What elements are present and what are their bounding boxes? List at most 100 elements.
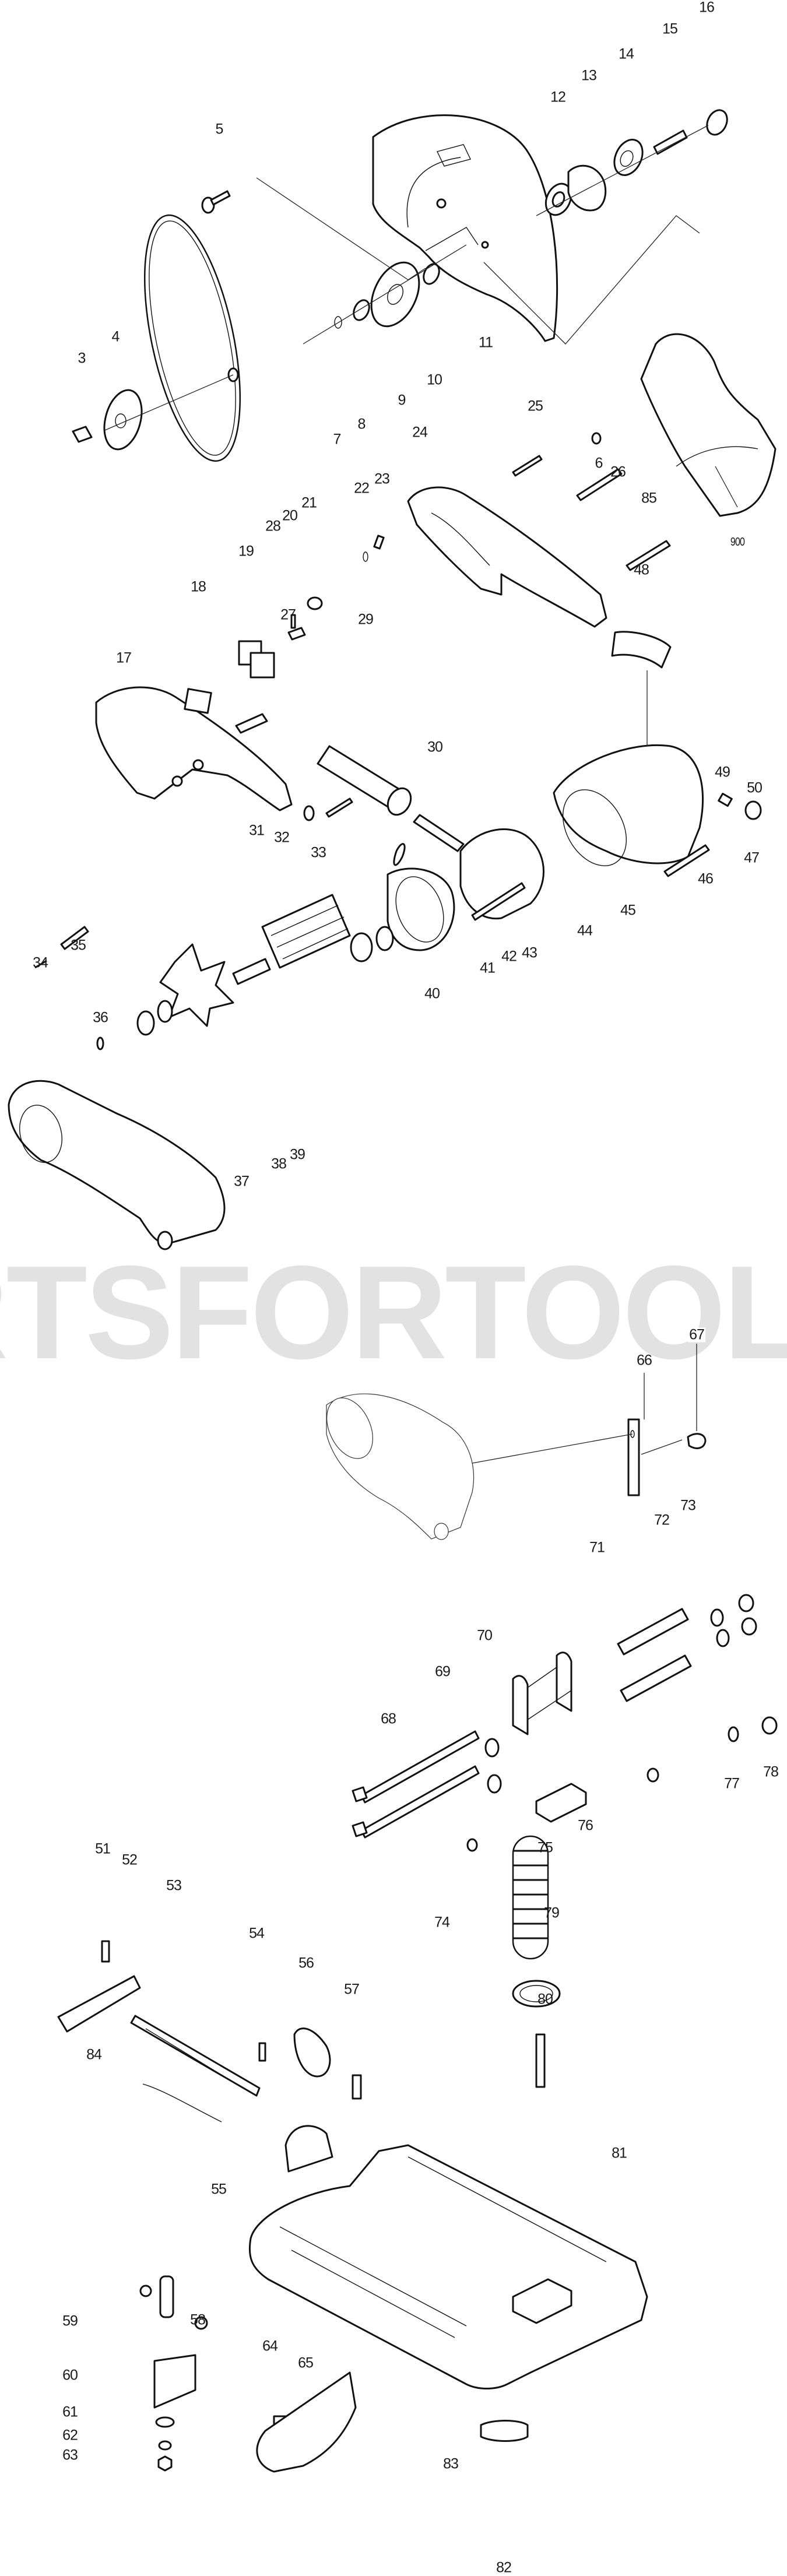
part-label-41: 41 — [480, 960, 496, 976]
part-label-78: 78 — [763, 1763, 779, 1780]
part-label-81: 81 — [612, 2145, 627, 2162]
vise-stop-parts — [139, 2275, 208, 2472]
part-label-73: 73 — [680, 1497, 696, 1514]
part-label-75: 75 — [537, 1839, 553, 1856]
part-label-7: 7 — [333, 431, 342, 448]
phantom-gear-housing — [326, 1393, 475, 1540]
part-label-45: 45 — [620, 902, 636, 919]
part-label-43: 43 — [522, 944, 537, 961]
part-label-60: 60 — [62, 2367, 78, 2384]
motor-housing — [553, 631, 704, 866]
part-label-19: 19 — [238, 543, 254, 560]
part-label-63: 63 — [62, 2447, 78, 2463]
part-label-31: 31 — [249, 822, 265, 839]
switch-components — [184, 535, 385, 734]
part-label-22: 22 — [354, 480, 370, 497]
part-label-36: 36 — [93, 1009, 108, 1026]
part-label-61: 61 — [62, 2403, 78, 2420]
part-label-3: 3 — [78, 350, 86, 367]
part-label-68: 68 — [381, 1710, 396, 1727]
part-label-54: 54 — [249, 1925, 265, 1942]
part-label-20: 20 — [282, 507, 298, 524]
part-label-29: 29 — [358, 611, 374, 628]
handle-half-17 — [95, 686, 293, 811]
part-label-50: 50 — [747, 779, 763, 796]
part-label-70: 70 — [477, 1627, 493, 1644]
part-label-53: 53 — [166, 1877, 182, 1894]
handle-screws — [512, 455, 671, 571]
part-label-18: 18 — [191, 578, 206, 595]
part-label-59: 59 — [62, 2313, 78, 2329]
part-label-32: 32 — [274, 829, 290, 846]
stopper-parts — [466, 1767, 659, 1852]
blade-guard — [372, 114, 558, 342]
part-label-33: 33 — [311, 844, 326, 861]
part-label-46: 46 — [698, 870, 714, 887]
part-label-66: 66 — [637, 1352, 652, 1369]
part-label-13: 13 — [581, 67, 597, 84]
part-label-37: 37 — [234, 1173, 250, 1190]
part-label-58: 58 — [190, 2311, 206, 2328]
part-label-47: 47 — [744, 849, 760, 866]
shaft-lock-parts — [34, 926, 89, 969]
part-label-23: 23 — [374, 470, 390, 487]
part-label-17: 17 — [116, 649, 132, 666]
part-label-67: 67 — [688, 1326, 705, 1343]
handle-half-24 — [407, 486, 607, 628]
part-label-52: 52 — [122, 1851, 138, 1868]
part-label-82: 82 — [496, 2559, 512, 2576]
part-label-38: 38 — [271, 1155, 287, 1172]
part-label-85: 85 — [641, 490, 657, 507]
watermark: RTSFORTOOLS — [0, 1239, 787, 1387]
part-label-12: 12 — [550, 89, 566, 106]
part-label-26: 26 — [610, 463, 626, 480]
part-label-27: 27 — [280, 606, 296, 623]
part-label-51: 51 — [95, 1840, 111, 1857]
part-label-65: 65 — [298, 2354, 314, 2371]
cord-guard — [317, 745, 465, 852]
part-label-25: 25 — [528, 398, 543, 414]
brush-holder-parts — [663, 792, 762, 877]
part-label-44: 44 — [577, 922, 593, 939]
part-label-4: 4 — [111, 328, 120, 345]
pivot-bolts — [352, 1730, 502, 1839]
part-label-24: 24 — [412, 424, 428, 441]
part-label-9: 9 — [398, 392, 406, 409]
part-label-10: 10 — [427, 371, 442, 388]
part-label-84: 84 — [86, 2046, 102, 2063]
field-assembly — [350, 828, 544, 962]
cord-clamp-parts — [303, 797, 406, 866]
cutting-blade — [143, 214, 241, 462]
part-label-35: 35 — [71, 937, 86, 954]
part-label-15: 15 — [662, 20, 678, 37]
gear-housing — [8, 1080, 226, 1250]
guard-bolt — [201, 177, 426, 280]
part-label-74: 74 — [434, 1914, 450, 1931]
part-label-64: 64 — [262, 2338, 278, 2354]
guide-plate — [256, 2371, 357, 2473]
part-label-11: 11 — [479, 334, 493, 351]
base — [248, 2144, 648, 2442]
part-label-72: 72 — [654, 1512, 670, 1528]
part-label-55: 55 — [211, 2181, 227, 2198]
pivot-bracket — [512, 1594, 778, 1742]
part-label-48: 48 — [634, 561, 649, 578]
part-label-8: 8 — [357, 416, 366, 433]
part-label-77: 77 — [724, 1775, 740, 1792]
part-label-49: 49 — [715, 764, 730, 781]
part-label-28: 28 — [265, 518, 281, 535]
part-label-14: 14 — [619, 45, 634, 62]
part-label-16: 16 — [699, 0, 715, 16]
part-label-79: 79 — [544, 1904, 560, 1921]
part-label-5: 5 — [215, 121, 224, 138]
bearing-assembly — [536, 109, 728, 216]
part-label-40: 40 — [424, 985, 440, 1002]
part-label-71: 71 — [589, 1539, 605, 1556]
part-label-42: 42 — [501, 948, 517, 965]
part-label-83: 83 — [443, 2455, 459, 2472]
part-label-80: 80 — [537, 1991, 553, 2008]
safety-guard — [483, 215, 777, 517]
return-spring — [512, 1835, 561, 2088]
part-label-76: 76 — [578, 1817, 593, 1834]
part-label-900: 900 — [730, 536, 745, 549]
